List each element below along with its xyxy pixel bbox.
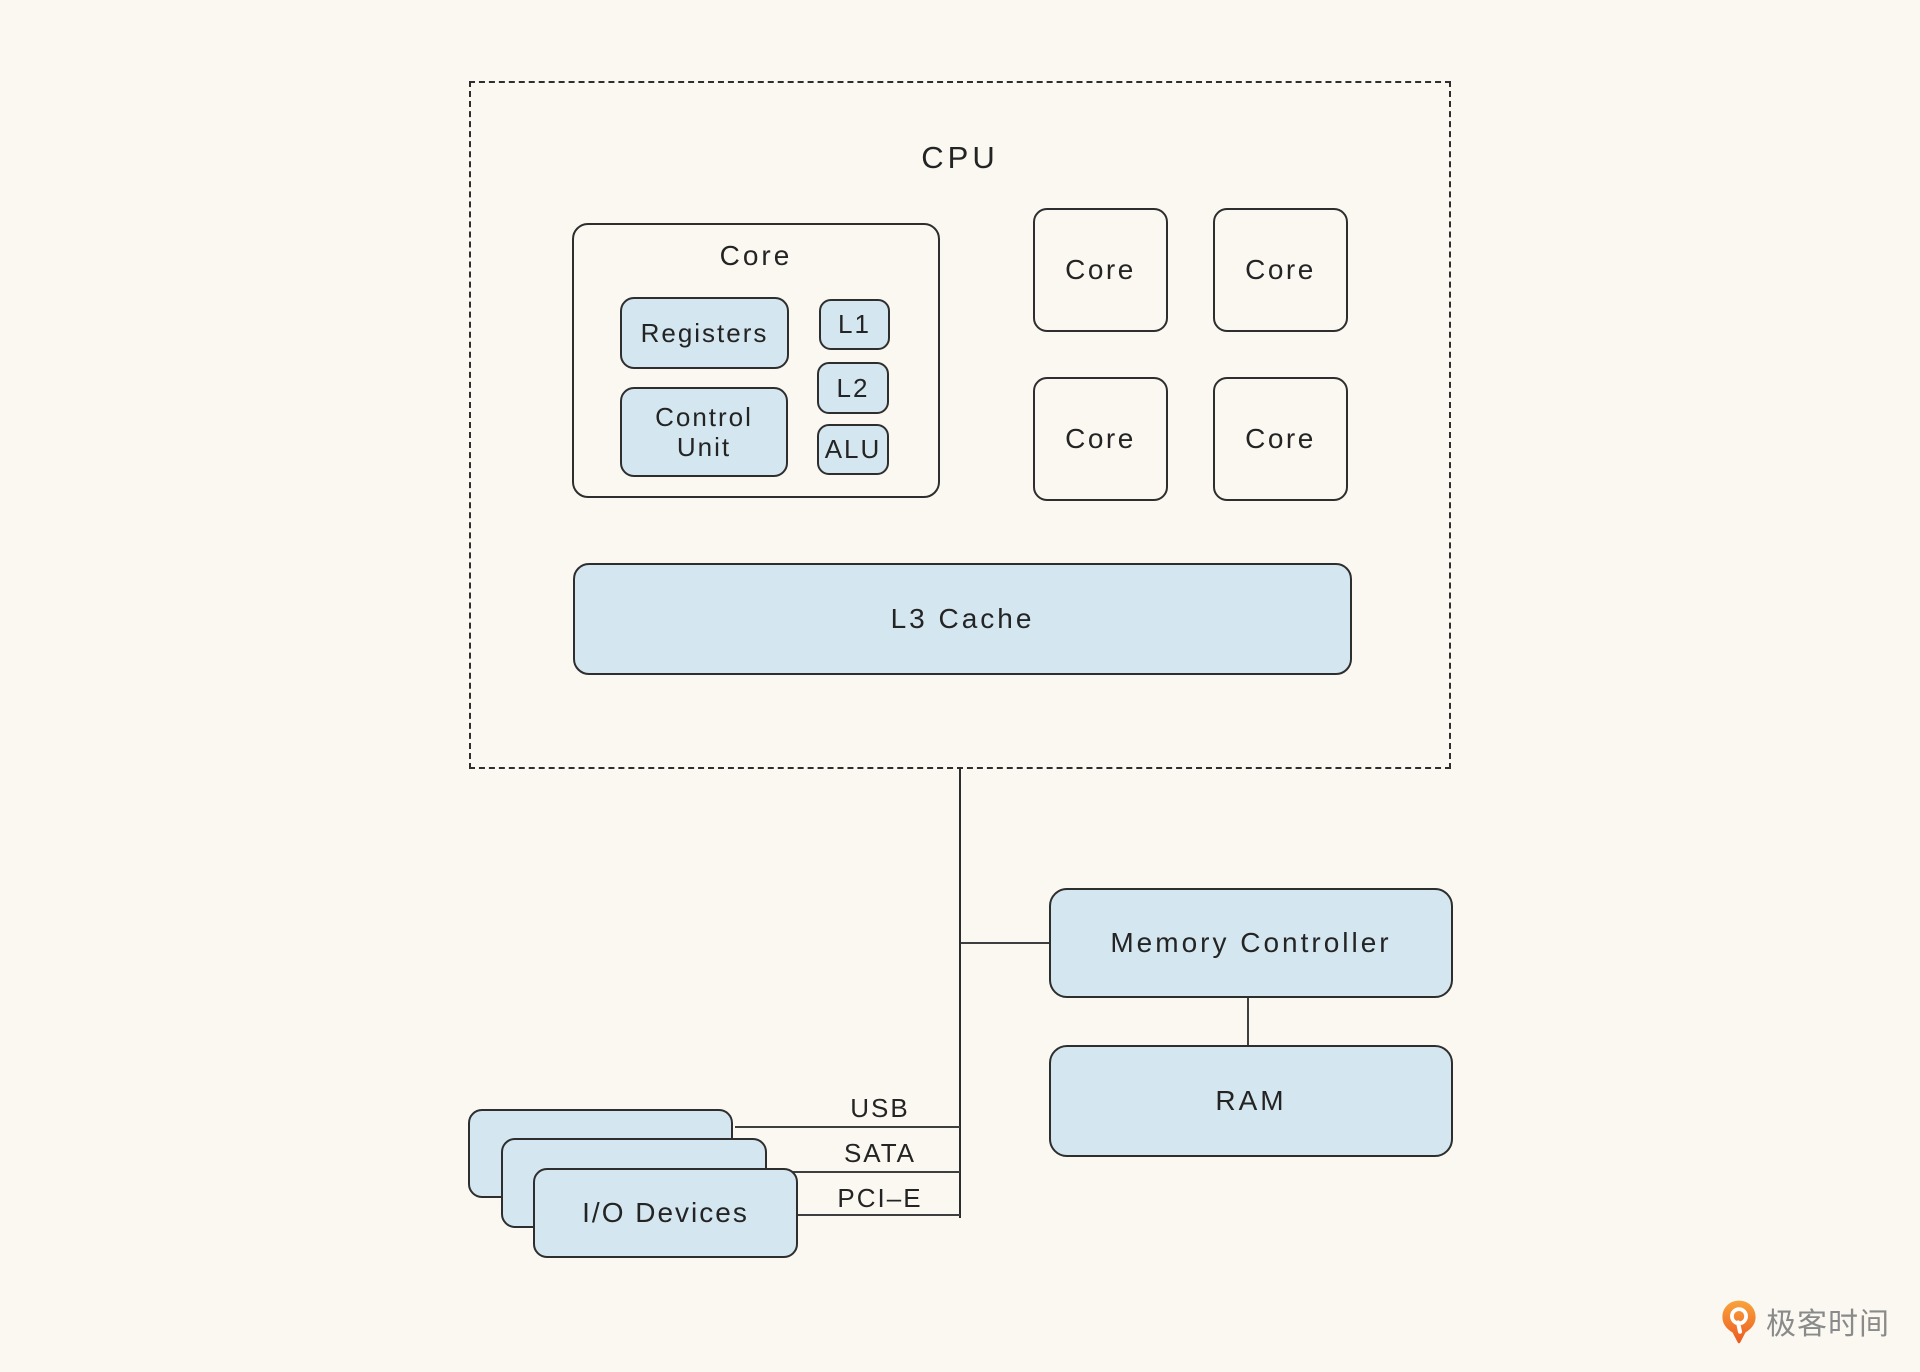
registers-box: Registers bbox=[620, 297, 789, 369]
geektime-logo-text: 极客时间 bbox=[1766, 1307, 1890, 1341]
l1-cache-box: L1 bbox=[819, 299, 890, 350]
core-box: Core bbox=[1213, 377, 1348, 501]
usb-bus-line bbox=[735, 1126, 960, 1128]
core-box: Core bbox=[1213, 208, 1348, 332]
core-detail-box: Core Registers Control Unit L1 L2 ALU bbox=[572, 223, 940, 498]
l3-cache-box: L3 Cache bbox=[573, 563, 1352, 675]
memory-controller-box: Memory Controller bbox=[1049, 888, 1453, 998]
core-box: Core bbox=[1033, 377, 1168, 501]
system-bus-line bbox=[959, 768, 961, 1218]
memory-controller-connector-line bbox=[961, 942, 1049, 944]
cpu-label: CPU bbox=[921, 140, 999, 175]
ram-box: RAM bbox=[1049, 1045, 1453, 1157]
core-detail-label: Core bbox=[719, 240, 793, 271]
pcie-label: PCI–E bbox=[837, 1183, 923, 1213]
sata-bus-line bbox=[767, 1171, 960, 1173]
control-unit-label: Control Unit bbox=[655, 402, 753, 462]
pcie-bus-line bbox=[798, 1214, 960, 1216]
control-unit-box: Control Unit bbox=[620, 387, 788, 477]
io-devices-box: I/O Devices bbox=[533, 1168, 798, 1258]
usb-label: USB bbox=[850, 1093, 910, 1123]
alu-box: ALU bbox=[817, 424, 889, 475]
ram-connector-line bbox=[1247, 998, 1249, 1045]
l2-cache-box: L2 bbox=[817, 362, 889, 414]
sata-label: SATA bbox=[843, 1138, 917, 1168]
core-box: Core bbox=[1033, 208, 1168, 332]
geektime-pin-icon bbox=[1722, 1300, 1756, 1349]
geektime-logo: 极客时间 bbox=[1722, 1300, 1890, 1349]
